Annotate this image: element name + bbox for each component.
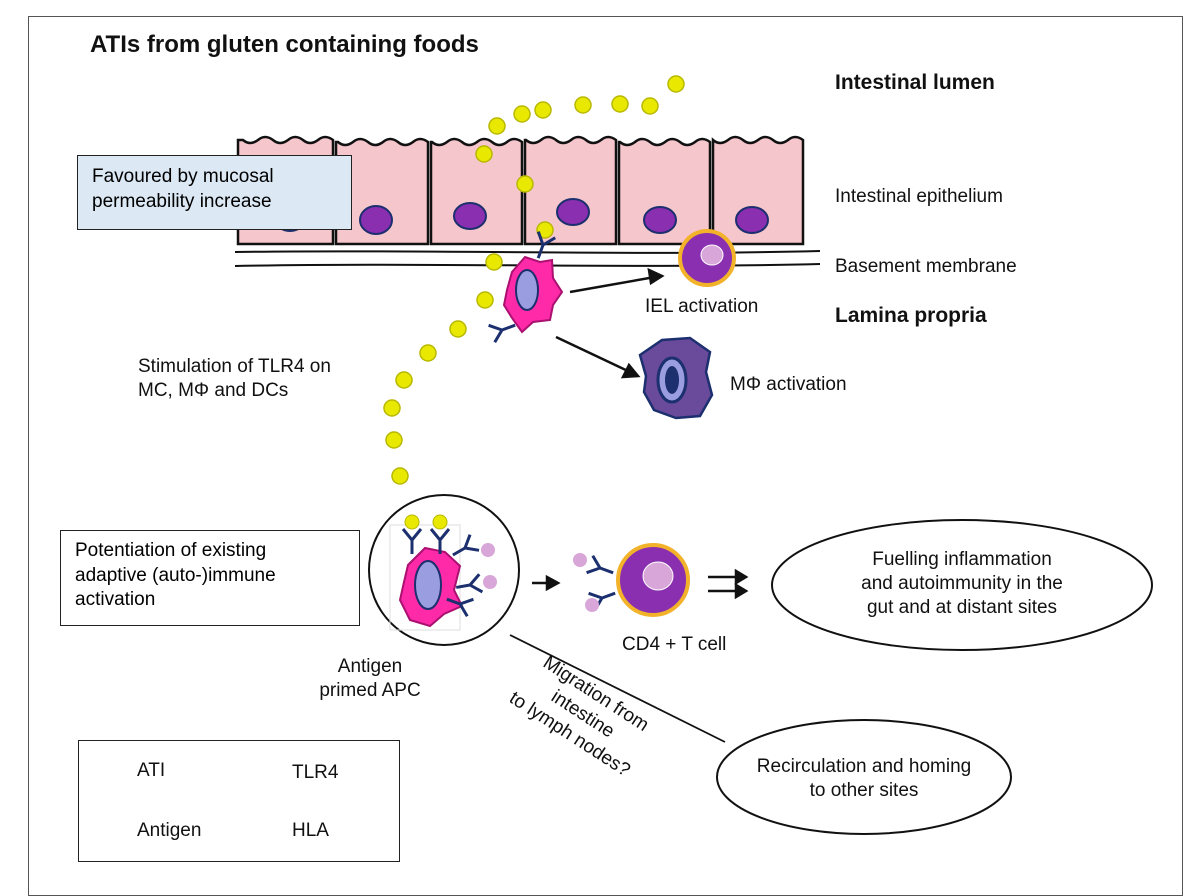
figure-title: ATIs from gluten containing foods — [90, 31, 479, 58]
permeability-line-2: permeability increase — [92, 190, 272, 212]
recirculation-line-2: to other sites — [809, 779, 919, 801]
legend-hla-label: HLA — [292, 820, 329, 841]
label-tlr4-stimulation: Stimulation of TLR4 on MC, MΦ and DCs — [138, 355, 331, 403]
legend-antigen-label: Antigen — [137, 820, 202, 841]
fuelling-ellipse — [771, 519, 1153, 651]
recirculation-ellipse — [716, 719, 1012, 835]
label-basement-membrane: Basement membrane — [835, 256, 1017, 277]
label-cd4-t-cell: CD4 + T cell — [622, 634, 727, 655]
apc-cell-top — [487, 230, 564, 344]
legend-ati-label: ATI — [137, 760, 166, 781]
potentiation-line-2: adaptive (auto-)immune — [75, 564, 276, 586]
iel-cell — [678, 229, 736, 287]
label-mphi-activation: MΦ activation — [730, 374, 847, 395]
label-iel-activation: IEL activation — [645, 296, 759, 317]
potentiation-line-3: activation — [75, 589, 156, 611]
label-antigen-primed-apc: Antigen primed APC — [300, 655, 440, 703]
epithelial-cell — [523, 135, 618, 246]
macrophage-cell — [638, 336, 714, 420]
fuelling-line-3: gut and at distant sites — [866, 596, 1058, 618]
recirculation-text: Recirculation and homing to other sites — [720, 755, 1008, 803]
fuelling-line-1: Fuelling inflammation — [872, 549, 1052, 570]
cd4-t-cell — [573, 543, 690, 617]
arrows — [509, 267, 749, 743]
potentiation-line-1: Potentiation of existing — [75, 540, 267, 561]
antigen-primed-apc — [368, 494, 520, 646]
legend-box — [78, 740, 400, 862]
label-intestinal-epithelium: Intestinal epithelium — [835, 186, 1003, 207]
tlr4-stim-line-2: MC, MΦ and DCs — [138, 379, 289, 401]
ati-particles — [383, 75, 685, 485]
permeability-box: Favoured by mucosal permeability increas… — [77, 155, 352, 230]
fuelling-line-2: and autoimmunity in the — [861, 572, 1063, 594]
apc-line-1: Antigen — [337, 656, 403, 677]
epithelial-cell — [617, 137, 712, 246]
label-lamina-propria: Lamina propria — [835, 304, 987, 327]
migration-label: Migration from intestine to lymph nodes? — [505, 652, 652, 781]
label-intestinal-lumen: Intestinal lumen — [835, 71, 995, 94]
legend-tlr4-label: TLR4 — [292, 762, 339, 783]
epithelial-cell — [429, 137, 524, 246]
fuelling-text: Fuelling inflammation and autoimmunity i… — [782, 548, 1142, 619]
epithelial-cell — [711, 135, 805, 246]
tlr4-stim-line-1: Stimulation of TLR4 on — [138, 356, 331, 377]
epithelial-cell — [334, 137, 430, 246]
recirculation-line-1: Recirculation and homing — [756, 756, 972, 777]
permeability-line-1: Favoured by mucosal — [92, 166, 274, 187]
apc-line-2: primed APC — [319, 679, 421, 701]
potentiation-box: Potentiation of existing adaptive (auto-… — [60, 530, 360, 626]
